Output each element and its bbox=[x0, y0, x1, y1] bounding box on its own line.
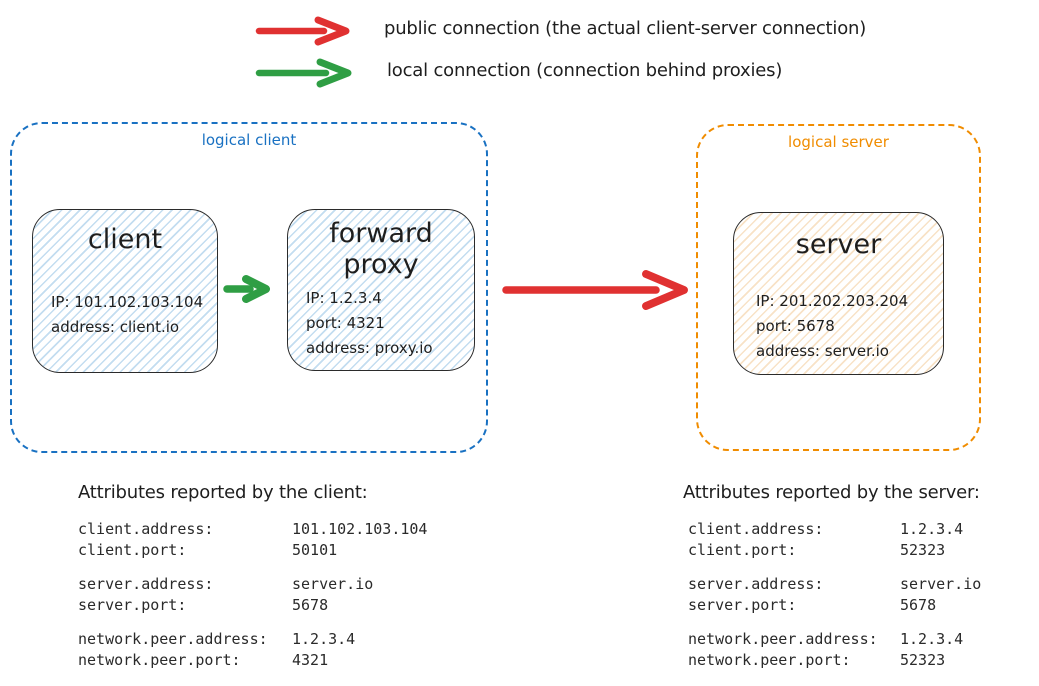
client-attributes-table: client.address: 101.102.103.104 client.p… bbox=[78, 519, 427, 671]
legend-public-label: public connection (the actual client-ser… bbox=[384, 18, 867, 39]
attribute-value: 1.2.3.4 bbox=[900, 630, 964, 648]
attribute-row: server.address: server.io bbox=[688, 574, 981, 595]
attribute-row: server.port: 5678 bbox=[78, 595, 427, 616]
attribute-name: network.peer.address: bbox=[78, 630, 268, 648]
forward-proxy-node-title: forward proxy bbox=[329, 218, 433, 281]
logical-client-label: logical client bbox=[201, 131, 297, 149]
server-port-line: port: 5678 bbox=[756, 317, 835, 335]
server-attributes-table: client.address: 1.2.3.4 client.port: 523… bbox=[688, 519, 981, 671]
attribute-row: client.port: 50101 bbox=[78, 540, 427, 561]
attribute-row: network.peer.port: 4321 bbox=[78, 650, 427, 671]
attribute-name: server.port: bbox=[78, 596, 187, 614]
attribute-row: server.address: server.io bbox=[78, 574, 427, 595]
attribute-row: client.address: 1.2.3.4 bbox=[688, 519, 981, 540]
attribute-value: server.io bbox=[900, 575, 982, 593]
attribute-value: 5678 bbox=[900, 596, 937, 614]
server-ip-line: IP: 201.202.203.204 bbox=[756, 292, 909, 310]
client-address-line: address: client.io bbox=[51, 318, 180, 336]
attribute-name: network.peer.port: bbox=[78, 651, 241, 669]
public-connection-arrow-icon bbox=[502, 270, 688, 310]
client-node-details: IP: 101.102.103.104 address: client.io bbox=[51, 290, 211, 340]
legend-local-arrow-icon bbox=[255, 58, 352, 88]
logical-server-group: logical server server IP: 201.202.203.20… bbox=[696, 124, 981, 451]
proxy-ip-line: IP: 1.2.3.4 bbox=[306, 289, 382, 307]
server-attributes-heading: Attributes reported by the server: bbox=[683, 482, 980, 503]
attribute-value: 101.102.103.104 bbox=[292, 520, 428, 538]
forward-proxy-node: forward proxy IP: 1.2.3.4 port: 4321 add… bbox=[287, 209, 475, 371]
attribute-value: 4321 bbox=[292, 651, 329, 669]
local-connection-arrow-icon bbox=[223, 275, 270, 303]
client-ip-line: IP: 101.102.103.104 bbox=[51, 293, 204, 311]
client-attributes-heading: Attributes reported by the client: bbox=[78, 482, 368, 503]
attribute-value: 5678 bbox=[292, 596, 329, 614]
proxy-address-line: address: proxy.io bbox=[306, 339, 433, 357]
proxy-port-line: port: 4321 bbox=[306, 314, 385, 332]
attribute-value: 1.2.3.4 bbox=[900, 520, 964, 538]
attribute-name: client.address: bbox=[78, 520, 214, 538]
attribute-value: 52323 bbox=[900, 651, 946, 669]
server-node: server IP: 201.202.203.204 port: 5678 ad… bbox=[733, 212, 944, 375]
logical-client-group: logical client client IP: 101.102.103.10… bbox=[10, 122, 488, 453]
server-node-details: IP: 201.202.203.204 port: 5678 address: … bbox=[756, 289, 937, 364]
attribute-name: client.address: bbox=[688, 520, 824, 538]
attribute-value: 50101 bbox=[292, 541, 338, 559]
server-address-line: address: server.io bbox=[756, 342, 889, 360]
legend-public-arrow-icon bbox=[255, 16, 350, 46]
client-node-title: client bbox=[87, 224, 163, 255]
attribute-value: 52323 bbox=[900, 541, 946, 559]
attribute-row: network.peer.address: 1.2.3.4 bbox=[688, 629, 981, 650]
attribute-name: server.address: bbox=[688, 575, 824, 593]
attribute-name: server.port: bbox=[688, 596, 797, 614]
attribute-value: 1.2.3.4 bbox=[292, 630, 356, 648]
forward-proxy-node-details: IP: 1.2.3.4 port: 4321 address: proxy.io bbox=[306, 286, 468, 361]
attribute-row: client.port: 52323 bbox=[688, 540, 981, 561]
attribute-row: server.port: 5678 bbox=[688, 595, 981, 616]
attribute-row: network.peer.port: 52323 bbox=[688, 650, 981, 671]
attribute-row: client.address: 101.102.103.104 bbox=[78, 519, 427, 540]
attribute-name: network.peer.address: bbox=[688, 630, 878, 648]
client-node: client IP: 101.102.103.104 address: clie… bbox=[32, 209, 218, 373]
attribute-name: server.address: bbox=[78, 575, 214, 593]
attribute-value: server.io bbox=[292, 575, 374, 593]
logical-server-label: logical server bbox=[788, 133, 889, 151]
attribute-name: network.peer.port: bbox=[688, 651, 851, 669]
server-node-title: server bbox=[795, 229, 882, 260]
legend-local-label: local connection (connection behind prox… bbox=[387, 60, 783, 81]
attribute-name: client.port: bbox=[78, 541, 187, 559]
attribute-row: network.peer.address: 1.2.3.4 bbox=[78, 629, 427, 650]
attribute-name: client.port: bbox=[688, 541, 797, 559]
